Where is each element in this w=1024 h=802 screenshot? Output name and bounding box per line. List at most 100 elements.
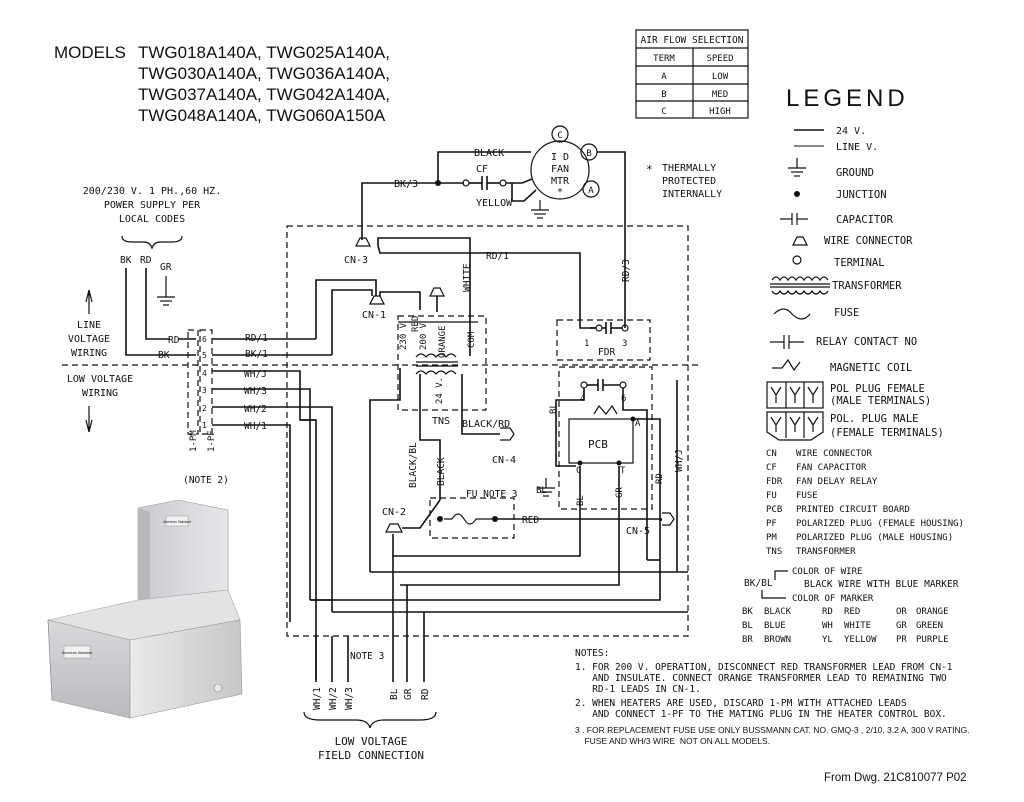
- field-wire: WH/3: [344, 687, 355, 710]
- plug-right-wire: WH/3: [244, 386, 267, 397]
- cn4-connector-icon: [500, 427, 515, 441]
- power-line: LOCAL CODES: [119, 214, 185, 225]
- pcb-coil-icon: [593, 404, 618, 415]
- product-badge-text: American Standard: [61, 651, 93, 655]
- abbr-code: CF: [766, 463, 777, 473]
- abbr-code: TNS: [766, 547, 782, 557]
- connector-label: CN-2: [382, 507, 406, 518]
- field-connection: NOTE 3 WH/1 WH/2 WH/3 BL GR RD LOW VOLTA…: [303, 651, 437, 762]
- wire-label: C: [576, 466, 581, 476]
- wire-label: BLACK: [474, 148, 504, 159]
- airflow-cell: A: [661, 72, 667, 82]
- line-voltage-text: VOLTAGE: [68, 334, 110, 345]
- color-code: BR: [742, 635, 753, 645]
- transformer-icon: [770, 276, 830, 295]
- wire-label: RD/1: [486, 251, 509, 262]
- pol-female-label: (MALE TERMINALS): [830, 395, 931, 407]
- asterisk-icon: *: [557, 187, 563, 198]
- color-of-wire: COLOR OF WIRE: [792, 567, 862, 577]
- color-name: BROWN: [764, 635, 791, 645]
- wire-label: BLACK/BL: [408, 442, 419, 488]
- color-code: BL: [742, 621, 753, 631]
- ground-icon: [788, 158, 806, 177]
- airflow-header: TERM: [653, 54, 675, 64]
- wire-label: BL: [549, 403, 559, 414]
- field-wire: WH/2: [328, 687, 339, 710]
- plug-right-wire: WH/2: [244, 404, 267, 415]
- abbr-code: FDR: [766, 477, 783, 487]
- airflow-header: SPEED: [706, 54, 733, 64]
- wire-label: FDR: [598, 347, 615, 358]
- wire-label: BL: [576, 495, 586, 506]
- supply-wire: RD: [140, 255, 152, 266]
- fdr-relay-box: [556, 319, 651, 361]
- legend-item: TRANSFORMER: [832, 280, 902, 292]
- product-badge-text: American Standard: [162, 520, 191, 524]
- fuse-icon: [773, 308, 811, 320]
- color-code: BK: [742, 607, 753, 617]
- motor-text: MTR: [551, 176, 570, 187]
- power-line: POWER SUPPLY PER: [104, 200, 201, 211]
- model-line: TWG048A140A, TWG060A150A: [138, 106, 386, 125]
- field-wire: WH/1: [312, 687, 323, 710]
- power-supply: 200/230 V. 1 PH.,60 HZ. POWER SUPPLY PER…: [83, 186, 221, 356]
- wire-label: WH/J: [674, 449, 685, 472]
- connector-icon: [429, 287, 445, 297]
- color-example-desc: BLACK WIRE WITH BLUE MARKER: [804, 579, 959, 590]
- abbr-desc: FAN CAPACITOR: [796, 463, 867, 473]
- magnetic-coil-icon: [772, 358, 801, 372]
- pcb-box: [558, 366, 653, 510]
- transformer-box: [397, 315, 487, 411]
- low-voltage-text: WIRING: [82, 388, 118, 399]
- connector-label: CN-4: [492, 455, 516, 466]
- motor-text: I D: [551, 152, 569, 163]
- thermal-line: INTERNALLY: [662, 189, 722, 200]
- note-2: 2. WHEN HEATERS ARE USED, DISCARD 1-PM W…: [575, 698, 947, 720]
- plug-pin: 4: [202, 369, 207, 378]
- plug-left-wire: BK: [158, 350, 170, 361]
- abbr-desc: WIRE CONNECTOR: [796, 449, 872, 459]
- airflow-title: AIR FLOW SELECTION: [641, 35, 744, 46]
- wire-label: RD/3: [621, 259, 632, 282]
- wire-label: 1: [584, 339, 589, 349]
- plug-left-wire: RD: [168, 335, 180, 346]
- wire-label: 200 V: [419, 322, 429, 350]
- relay-contact-icon: [770, 335, 804, 349]
- transformer-coil-icon: [415, 353, 457, 358]
- airflow-cell: LOW: [712, 72, 729, 82]
- wire-label: RED: [411, 316, 421, 332]
- plug-pin: 1: [202, 421, 207, 430]
- pcb-ground-icon: [537, 478, 555, 497]
- notes-title: NOTES:: [575, 648, 610, 659]
- plug-right-wire: WH/1: [244, 421, 267, 432]
- cn1-connector-icon: [369, 295, 385, 305]
- fan-motor: I D FAN MTR * C B A: [530, 125, 600, 219]
- drawing-reference: From Dwg. 21C810077 P02: [824, 772, 967, 784]
- motor-term: B: [586, 149, 591, 159]
- connector-label: FU NOTE 3: [466, 489, 517, 500]
- asterisk-icon: *: [646, 163, 653, 176]
- airflow-cell: C: [661, 107, 666, 117]
- plug-pin: 6: [202, 335, 207, 344]
- supply-ground-icon: [157, 276, 175, 306]
- color-name: BLACK: [764, 607, 792, 617]
- legend-item: 24 V.: [836, 126, 866, 137]
- color-code: GR: [896, 621, 907, 631]
- model-line: TWG018A140A, TWG025A140A,: [138, 43, 390, 62]
- plug-pin: 2: [202, 404, 207, 413]
- abbr-desc: FAN DELAY RELAY: [796, 477, 878, 487]
- pol-male-label: (FEMALE TERMINALS): [830, 427, 944, 439]
- supply-wire: BK: [120, 255, 132, 266]
- wire-label: WHITE: [462, 263, 473, 292]
- legend-item: WIRE CONNECTOR: [824, 235, 913, 247]
- color-name: WHITE: [844, 621, 871, 631]
- pol-plug-male-icon: [766, 411, 824, 441]
- product-image: American Standard American Standard: [47, 499, 243, 719]
- color-code: RD: [822, 607, 833, 617]
- abbr-desc: POLARIZED PLUG (MALE HOUSING): [796, 533, 953, 543]
- thermal-line: THERMALLY: [662, 163, 716, 174]
- wire-label: TNS: [432, 416, 450, 427]
